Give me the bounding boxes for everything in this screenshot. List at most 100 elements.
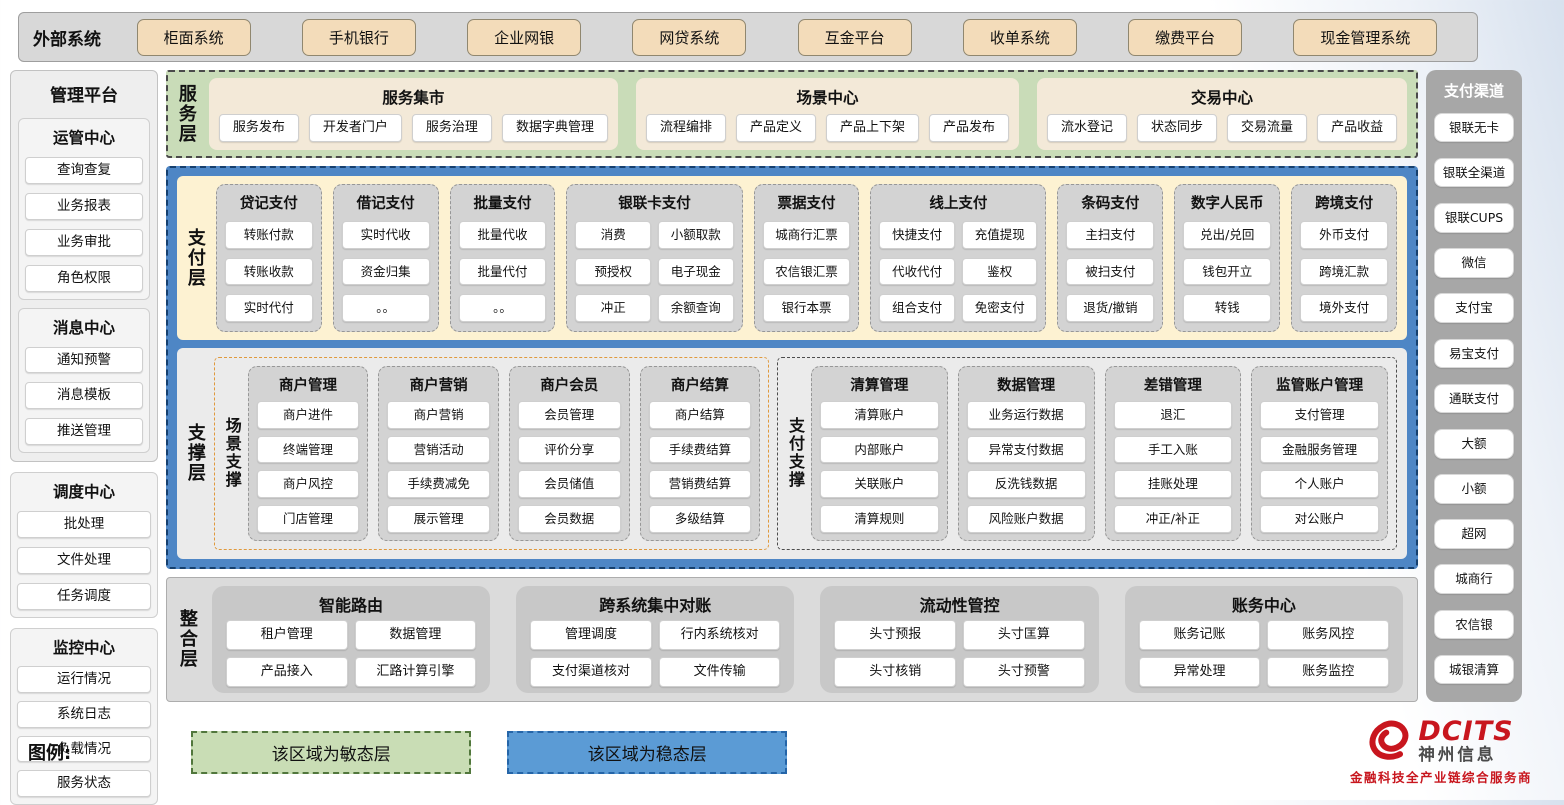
support-item-button[interactable]: 手续费结算	[648, 435, 752, 464]
support-item-button[interactable]: 商户营销	[387, 401, 490, 429]
payment-item-button[interactable]: 批量代收	[458, 221, 547, 249]
management-item-button[interactable]: 查询查复	[25, 157, 143, 184]
support-item-button[interactable]: 会员储值	[517, 470, 621, 498]
payment-channel-button[interactable]: 支付宝	[1434, 293, 1514, 323]
payment-item-button[interactable]: 充值提现	[961, 221, 1038, 249]
management-item-button[interactable]: 推送管理	[25, 418, 143, 446]
management-item-button[interactable]: 业务审批	[25, 228, 143, 256]
service-item-button[interactable]: 流程编排	[645, 113, 726, 142]
support-item-button[interactable]: 异常支付数据	[966, 435, 1086, 464]
support-item-button[interactable]: 清算账户	[820, 401, 939, 429]
support-item-button[interactable]: 终端管理	[256, 435, 360, 464]
support-item-button[interactable]: 挂账处理	[1113, 470, 1233, 498]
support-item-button[interactable]: 展示管理	[387, 504, 490, 533]
support-item-button[interactable]: 对公账户	[1260, 504, 1379, 533]
management-item-button[interactable]: 角色权限	[25, 264, 143, 292]
service-item-button[interactable]: 产品定义	[735, 113, 816, 142]
support-item-button[interactable]: 手续费减免	[387, 470, 490, 498]
payment-item-button[interactable]: 跨境汇款	[1300, 257, 1389, 286]
external-system-button[interactable]: 缴费平台	[1128, 18, 1243, 56]
support-item-button[interactable]: 商户进件	[256, 401, 360, 429]
support-item-button[interactable]: 冲正/补正	[1113, 504, 1233, 533]
support-item-button[interactable]: 内部账户	[820, 435, 939, 464]
external-system-button[interactable]: 网贷系统	[632, 18, 747, 56]
payment-item-button[interactable]: 银行本票	[762, 294, 851, 322]
payment-item-button[interactable]: 余额查询	[657, 294, 734, 322]
support-item-button[interactable]: 会员管理	[517, 401, 621, 429]
support-item-button[interactable]: 清算规则	[820, 504, 939, 533]
service-item-button[interactable]: 数据字典管理	[501, 113, 608, 142]
integration-item-button[interactable]: 异常处理	[1138, 656, 1261, 687]
payment-item-button[interactable]: 冲正	[575, 294, 651, 322]
payment-item-button[interactable]: 消费	[575, 221, 651, 249]
support-item-button[interactable]: 营销活动	[387, 435, 490, 464]
service-item-button[interactable]: 产品收益	[1317, 113, 1398, 142]
payment-item-button[interactable]: 。。	[458, 294, 547, 322]
external-system-button[interactable]: 现金管理系统	[1293, 18, 1438, 56]
payment-channel-button[interactable]: 微信	[1434, 248, 1514, 278]
support-item-button[interactable]: 反洗钱数据	[966, 470, 1086, 498]
management-item-button[interactable]: 运行情况	[17, 665, 151, 693]
support-item-button[interactable]: 风险账户数据	[966, 504, 1086, 533]
integration-item-button[interactable]: 产品接入	[225, 656, 348, 687]
external-system-button[interactable]: 柜面系统	[136, 18, 251, 56]
integration-item-button[interactable]: 账务监控	[1267, 656, 1390, 687]
payment-item-button[interactable]: 鉴权	[961, 257, 1038, 286]
management-item-button[interactable]: 服务状态	[17, 770, 151, 798]
support-item-button[interactable]: 门店管理	[256, 504, 360, 533]
support-item-button[interactable]: 手工入账	[1113, 435, 1233, 464]
integration-item-button[interactable]: 支付渠道核对	[530, 656, 652, 687]
payment-channel-button[interactable]: 小额	[1434, 474, 1514, 504]
integration-item-button[interactable]: 汇路计算引擎	[354, 656, 477, 687]
integration-item-button[interactable]: 数据管理	[354, 619, 477, 650]
support-item-button[interactable]: 商户风控	[256, 470, 360, 498]
payment-item-button[interactable]: 城商行汇票	[762, 221, 851, 249]
support-item-button[interactable]: 商户结算	[648, 401, 752, 429]
support-item-button[interactable]: 营销费结算	[648, 470, 752, 498]
support-item-button[interactable]: 金融服务管理	[1260, 435, 1379, 464]
payment-channel-button[interactable]: 城商行	[1434, 564, 1514, 595]
support-item-button[interactable]: 评价分享	[517, 435, 621, 464]
payment-item-button[interactable]: 退货/撤销	[1066, 294, 1155, 322]
payment-item-button[interactable]: 转钱	[1183, 294, 1272, 322]
payment-item-button[interactable]: 批量代付	[458, 257, 547, 286]
payment-item-button[interactable]: 外币支付	[1300, 221, 1389, 249]
support-item-button[interactable]: 退汇	[1113, 401, 1233, 429]
payment-channel-button[interactable]: 城银清算	[1434, 654, 1514, 685]
management-item-button[interactable]: 业务报表	[25, 192, 143, 220]
support-item-button[interactable]: 支付管理	[1260, 401, 1379, 429]
payment-item-button[interactable]: 钱包开立	[1183, 257, 1272, 286]
service-item-button[interactable]: 产品上下架	[825, 113, 919, 142]
payment-item-button[interactable]: 预授权	[575, 257, 651, 286]
external-system-button[interactable]: 手机银行	[301, 18, 416, 56]
payment-channel-button[interactable]: 银联CUPS	[1434, 202, 1514, 233]
payment-channel-button[interactable]: 银联无卡	[1434, 112, 1514, 143]
integration-item-button[interactable]: 头寸预警	[963, 656, 1085, 687]
service-item-button[interactable]: 状态同步	[1137, 113, 1218, 142]
payment-channel-button[interactable]: 大额	[1434, 428, 1514, 459]
payment-item-button[interactable]: 转账收款	[224, 257, 313, 286]
payment-item-button[interactable]: 免密支付	[961, 294, 1038, 322]
payment-item-button[interactable]: 资金归集	[341, 257, 430, 286]
payment-item-button[interactable]: 境外支付	[1300, 294, 1389, 322]
payment-item-button[interactable]: 转账付款	[224, 221, 313, 249]
support-item-button[interactable]: 个人账户	[1260, 470, 1379, 498]
support-item-button[interactable]: 多级结算	[648, 504, 752, 533]
management-item-button[interactable]: 负载情况	[17, 735, 151, 763]
support-item-button[interactable]: 会员数据	[517, 504, 621, 533]
management-item-button[interactable]: 文件处理	[17, 547, 151, 574]
service-item-button[interactable]: 产品发布	[929, 113, 1010, 142]
service-item-button[interactable]: 交易流量	[1227, 113, 1308, 142]
integration-item-button[interactable]: 租户管理	[225, 619, 348, 650]
payment-channel-button[interactable]: 农信银	[1434, 609, 1514, 640]
integration-item-button[interactable]: 行内系统核对	[658, 619, 781, 650]
payment-item-button[interactable]: 小额取款	[657, 221, 734, 249]
payment-item-button[interactable]: 主扫支付	[1066, 221, 1155, 249]
integration-item-button[interactable]: 头寸匡算	[963, 619, 1085, 650]
external-system-button[interactable]: 企业网银	[467, 18, 582, 56]
payment-item-button[interactable]: 实时代收	[341, 221, 430, 249]
integration-item-button[interactable]: 文件传输	[658, 656, 781, 687]
management-item-button[interactable]: 通知预警	[25, 346, 143, 374]
integration-item-button[interactable]: 账务风控	[1267, 619, 1390, 650]
external-system-button[interactable]: 互金平台	[797, 18, 912, 56]
